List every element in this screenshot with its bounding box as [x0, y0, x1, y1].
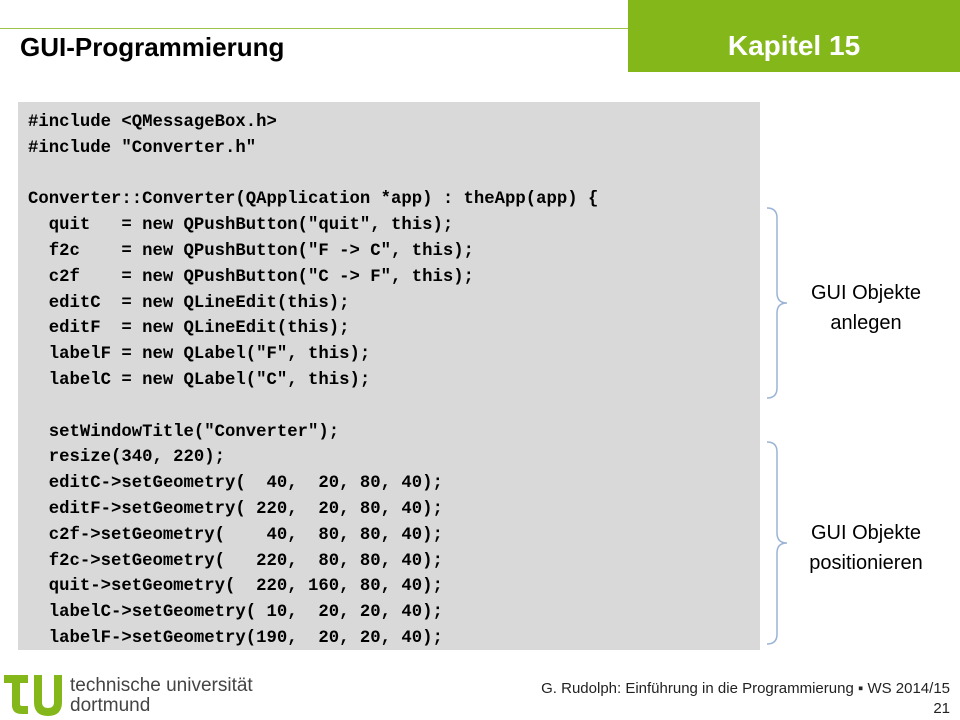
code-line: labelF->setGeometry(190, 20, 20, 40); [28, 628, 443, 648]
code-line: editC = new QLineEdit(this); [28, 293, 350, 313]
brace-create-objects [766, 207, 788, 399]
brace-position-objects [766, 441, 788, 645]
code-line: setWindowTitle("Converter"); [28, 422, 340, 442]
code-line: labelC->setGeometry( 10, 20, 20, 40); [28, 603, 443, 623]
code-line: labelC = new QLabel("C", this); [28, 370, 371, 390]
footer: G. Rudolph: Einführung in die Programmie… [541, 679, 950, 719]
code-line [28, 162, 598, 188]
annotation-position-line1: GUI Objekte [810, 522, 922, 544]
code-line: resize(340, 220); [28, 448, 226, 468]
university-name-line1: technische universität [70, 675, 253, 696]
code-line: f2c->setGeometry( 220, 80, 80, 40); [28, 551, 443, 571]
code-line: quit->setGeometry( 220, 160, 80, 40); [28, 577, 443, 597]
chapter-box: Kapitel 15 [628, 0, 960, 72]
code-line: c2f = new QPushButton("C -> F", this); [28, 267, 474, 287]
university-name-line2: dortmund [70, 695, 151, 716]
code-line: editF->setGeometry( 220, 20, 80, 40); [28, 499, 443, 519]
annotation-position: GUI Objekte positionieren [778, 518, 954, 578]
code-line: #include <QMessageBox.h> [28, 113, 277, 132]
code-line: #include "Converter.h" [28, 138, 257, 158]
code-listing: #include <QMessageBox.h> #include "Conver… [28, 110, 598, 652]
chapter-label: Kapitel 15 [727, 30, 861, 61]
code-line: editF = new QLineEdit(this); [28, 319, 350, 339]
code-line: Converter::Converter(QApplication *app) … [28, 190, 599, 210]
header-bar [0, 28, 628, 73]
annotation-create: GUI Objekte anlegen [778, 278, 954, 338]
code-line: quit = new QPushButton("quit", this); [28, 216, 454, 236]
code-line: editC->setGeometry( 40, 20, 80, 40); [28, 474, 443, 494]
code-line: labelF = new QLabel("F", this); [28, 345, 371, 365]
code-line [28, 394, 598, 420]
code-block: #include <QMessageBox.h> #include "Conver… [18, 102, 760, 650]
university-name: technische universität dortmund [70, 676, 253, 716]
slide-title: GUI-Programmierung [20, 32, 285, 62]
annotation-create-line2: anlegen [830, 312, 902, 334]
code-line: f2c = new QPushButton("F -> C", this); [28, 241, 474, 261]
footer-credit: G. Rudolph: Einführung in die Programmie… [541, 680, 950, 697]
annotation-position-line2: positionieren [809, 552, 923, 574]
annotation-create-line1: GUI Objekte [810, 282, 922, 304]
page-number: 21 [933, 700, 950, 717]
tu-logo-icon [4, 675, 62, 716]
code-line: c2f->setGeometry( 40, 80, 80, 40); [28, 525, 443, 545]
